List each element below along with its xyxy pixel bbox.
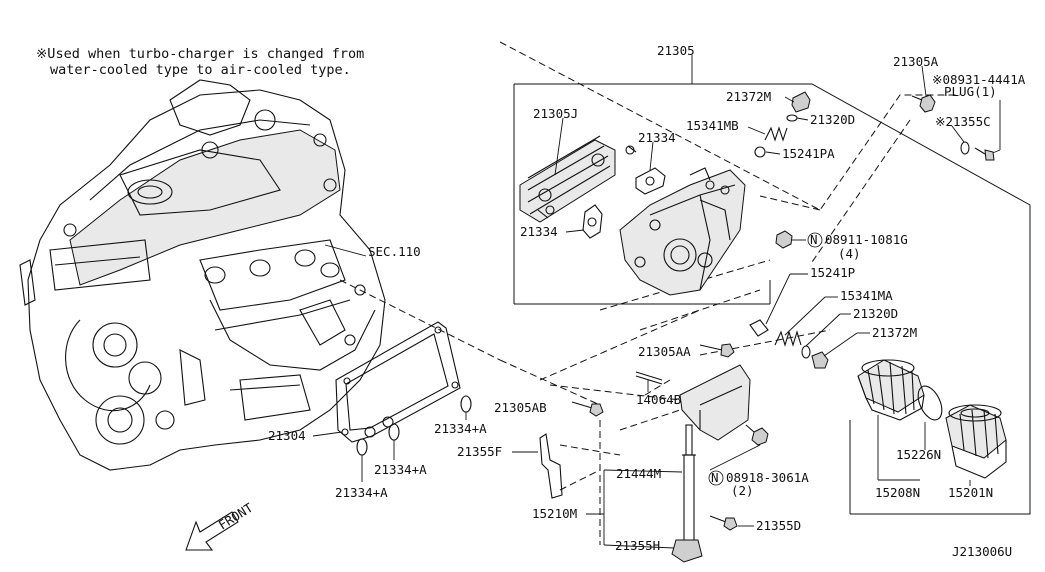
label-21305J: 21305J bbox=[533, 106, 578, 121]
label-14064B: 14064B bbox=[636, 392, 681, 407]
circled-n-icon-2 bbox=[708, 470, 724, 486]
n-symbol-1: N bbox=[810, 232, 818, 247]
label-sec110: SEC.110 bbox=[368, 244, 421, 259]
label-15341MA: 15341MA bbox=[840, 288, 893, 303]
bolt-21355C bbox=[974, 147, 995, 161]
engine-block bbox=[19, 79, 386, 471]
label-15208N: 15208N bbox=[875, 485, 920, 500]
nut-08911 bbox=[775, 230, 793, 249]
label-plug: PLUG(1) bbox=[944, 84, 997, 99]
label-21355C: ※21355C bbox=[935, 114, 991, 129]
usage-note-line2: water-cooled type to air-cooled type. bbox=[50, 62, 351, 78]
label-15210M: 15210M bbox=[532, 506, 577, 521]
label-21334A-bottom: 21334+A bbox=[335, 485, 388, 500]
bracket-21355F bbox=[539, 433, 563, 499]
o-ring-21334A-bottom bbox=[356, 438, 368, 456]
label-21444M: 21444M bbox=[616, 466, 661, 481]
label-21304: 21304 bbox=[268, 428, 306, 443]
o-ring-21334A-mid bbox=[388, 423, 400, 441]
label-21334A-mid: 21334+A bbox=[374, 462, 427, 477]
spring-15341MA bbox=[774, 330, 802, 347]
label-21355F: 21355F bbox=[457, 444, 502, 459]
valve-15241P bbox=[749, 319, 769, 337]
label-15241P: 15241P bbox=[810, 265, 855, 280]
oil-return-adapter bbox=[679, 364, 751, 441]
label-08918: 08918-3061A bbox=[726, 470, 809, 485]
relief-plug-21372M-top bbox=[791, 91, 811, 113]
label-15241PA: 15241PA bbox=[782, 146, 835, 161]
label-21355H: 21355H bbox=[615, 538, 660, 553]
label-21305AA: 21305AA bbox=[638, 344, 691, 359]
bolt-21305AB bbox=[571, 401, 604, 417]
bolt-21355D bbox=[709, 515, 738, 531]
n-symbol-2: N bbox=[711, 470, 719, 485]
label-08931: ※08931-4441A bbox=[932, 72, 1026, 87]
o-ring-15226N bbox=[917, 385, 943, 421]
label-15226N: 15226N bbox=[896, 447, 941, 462]
label-21372M-mid: 21372M bbox=[872, 325, 917, 340]
assembly-frames bbox=[339, 41, 1031, 545]
o-ring-21334A-right bbox=[460, 395, 472, 413]
label-15341MB: 15341MB bbox=[686, 118, 739, 133]
front-arrow-icon bbox=[185, 511, 239, 551]
label-21355D: 21355D bbox=[756, 518, 801, 533]
label-21334-top: 21334 bbox=[638, 130, 676, 145]
oil-filter-housing bbox=[619, 167, 746, 296]
oil-cooler-element bbox=[519, 135, 637, 223]
clamp-21355H bbox=[671, 539, 703, 563]
label-21305: 21305 bbox=[657, 43, 695, 58]
bolt-21305AA bbox=[699, 343, 735, 358]
circled-n-icon bbox=[807, 232, 823, 248]
gasket-21334-top bbox=[635, 167, 666, 195]
label-08911: 08911-1081G bbox=[825, 232, 908, 247]
label-08911-qty: (4) bbox=[838, 246, 861, 261]
bolt-21305A bbox=[911, 94, 936, 113]
label-21372M-top: 21372M bbox=[726, 89, 771, 104]
stud-14064B bbox=[635, 371, 663, 385]
label-21320D-mid: 21320D bbox=[853, 306, 898, 321]
label-21334A-right: 21334+A bbox=[434, 421, 487, 436]
oil-filter-15208N bbox=[857, 359, 925, 421]
valve-15241PA bbox=[754, 146, 766, 158]
label-08918-qty: (2) bbox=[731, 483, 754, 498]
spring-15341MB bbox=[764, 126, 788, 142]
washer-21355C bbox=[960, 141, 970, 155]
diagram-id: J213006U bbox=[952, 544, 1012, 559]
label-front: FRONT bbox=[216, 500, 256, 533]
o-ring-21320D-mid bbox=[801, 345, 811, 359]
tube-21444M bbox=[682, 424, 696, 546]
filter-cap-15201N bbox=[945, 404, 1007, 479]
label-21305AB: 21305AB bbox=[494, 400, 547, 415]
label-15201N: 15201N bbox=[948, 485, 993, 500]
gasket-21334-left bbox=[582, 204, 603, 239]
label-21334-left: 21334 bbox=[520, 224, 558, 239]
o-ring-21320D-top bbox=[786, 114, 798, 122]
nut-08918 bbox=[745, 424, 769, 446]
label-21305A: 21305A bbox=[893, 54, 939, 69]
label-21320D-top: 21320D bbox=[810, 112, 855, 127]
usage-note-line1: ※Used when turbo-charger is changed from bbox=[36, 46, 364, 62]
